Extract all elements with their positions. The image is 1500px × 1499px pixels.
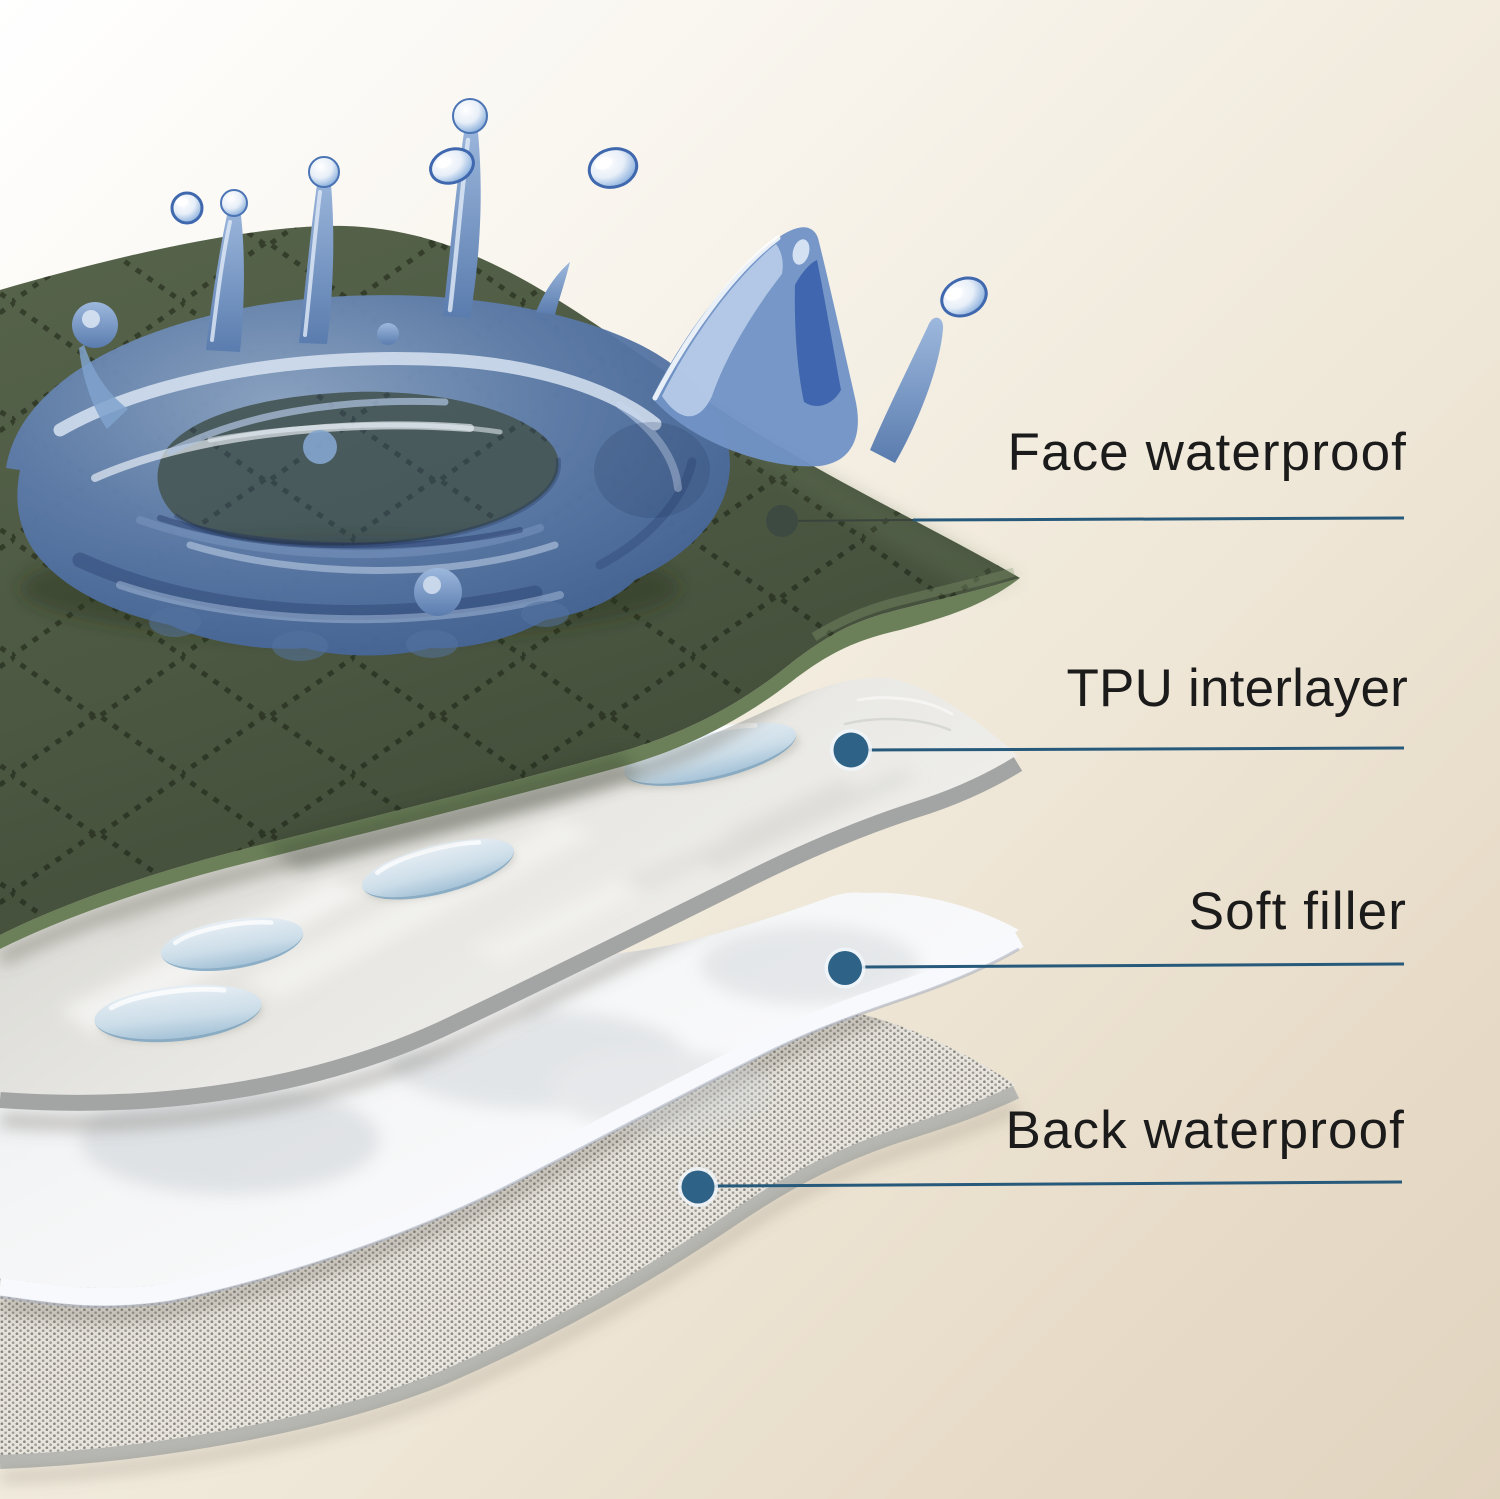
svg-text:TPU interlayer: TPU interlayer [1066, 659, 1408, 718]
svg-text:Back waterproof: Back waterproof [1006, 1101, 1405, 1160]
svg-text:Face waterproof: Face waterproof [1008, 423, 1407, 482]
svg-text:Soft filler: Soft filler [1189, 882, 1407, 941]
